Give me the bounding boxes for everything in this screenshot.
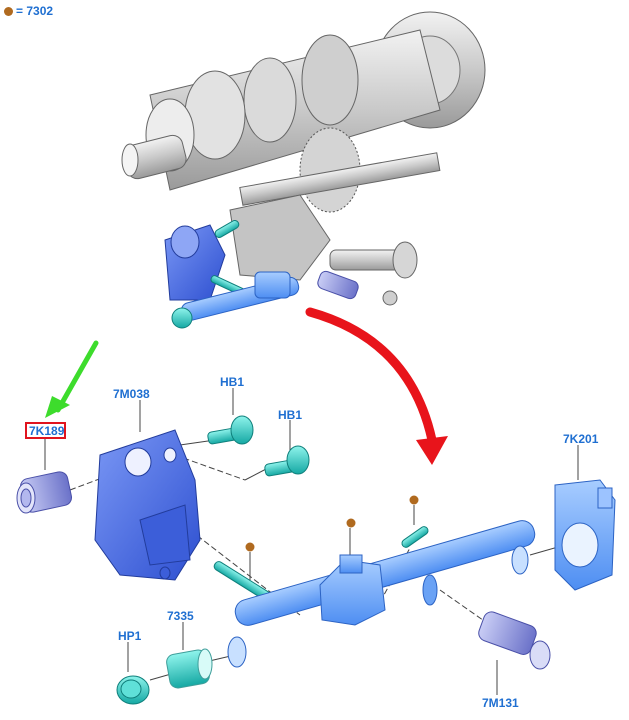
- label-7M038: 7M038: [113, 387, 150, 401]
- label-7K189: 7K189: [29, 424, 65, 438]
- part-7K201: [554, 479, 616, 591]
- part-7M131: [478, 611, 551, 670]
- main-shift-shaft: [227, 520, 536, 668]
- bushing-7335: [166, 648, 213, 689]
- bolt-HB1-upper: [207, 415, 254, 445]
- label-7M131: 7M131: [482, 696, 519, 710]
- pin-marker-dot-icon: [409, 495, 419, 505]
- part-7K189: [16, 471, 73, 514]
- part-7M038: [94, 429, 201, 581]
- legend-text: = 7302: [16, 4, 54, 18]
- label-7K201: 7K201: [563, 432, 599, 446]
- label-HB1-upper: HB1: [220, 375, 244, 389]
- label-HP1: HP1: [118, 629, 142, 643]
- red-curved-arrow-icon: [305, 307, 448, 465]
- label-7335: 7335: [167, 609, 194, 623]
- gearbox-assembly: [121, 11, 486, 329]
- pin-7302-right: [401, 526, 429, 548]
- pin-marker-dot-icon: [346, 518, 356, 528]
- label-HB1-lower: HB1: [278, 408, 302, 422]
- legend: = 7302: [4, 4, 53, 18]
- bolt-HB1-lower: [264, 445, 310, 477]
- highlight-box-7K189: [25, 422, 66, 439]
- cap-HP1: [116, 675, 150, 705]
- pin-marker-dot-icon: [245, 542, 255, 552]
- legend-dot-icon: [4, 6, 13, 16]
- green-pointer-arrow-icon: [45, 340, 99, 418]
